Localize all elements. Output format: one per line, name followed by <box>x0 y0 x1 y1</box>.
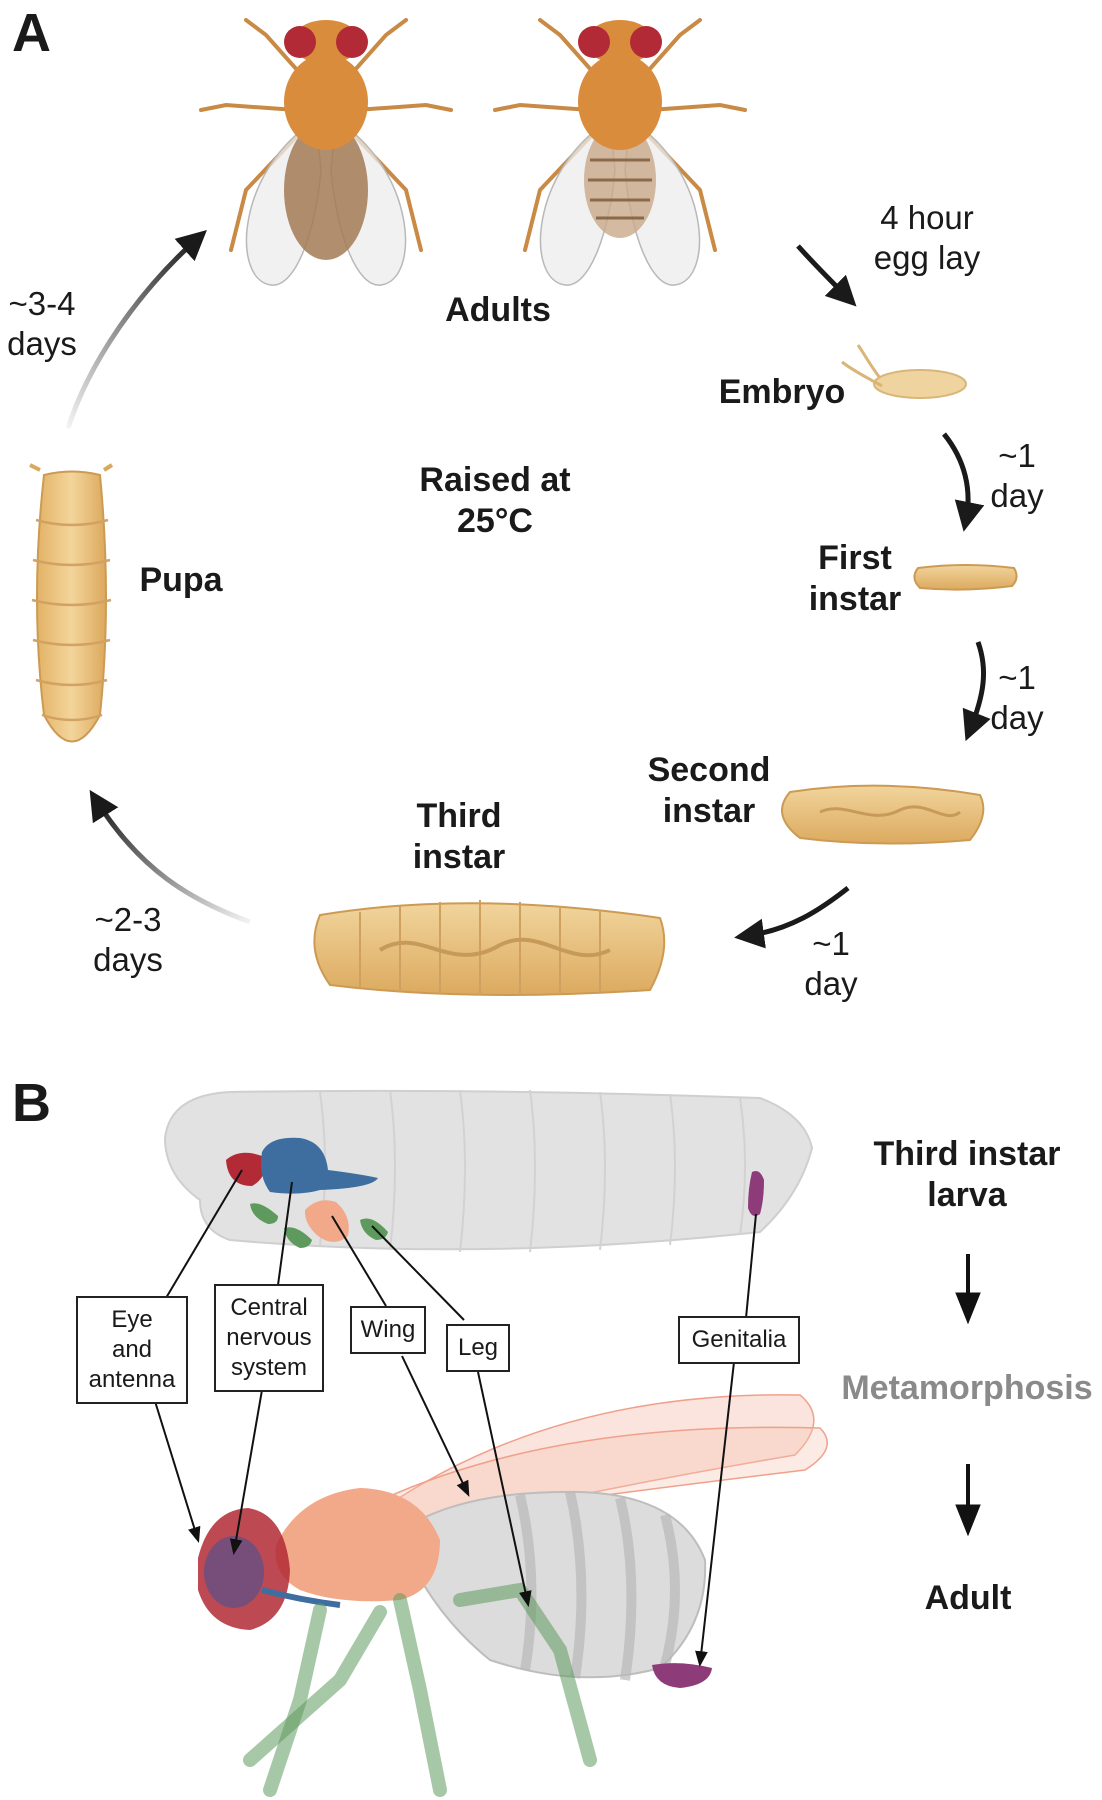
label-adults: Adults <box>445 291 551 329</box>
arrow-second-to-third <box>734 886 850 949</box>
panel-a-letter: A <box>12 3 51 63</box>
adult-brain <box>204 1536 264 1608</box>
box-leg: Leg <box>446 1324 510 1372</box>
arrow-egg-lay <box>796 244 857 307</box>
larva-wing-disc <box>304 1200 349 1242</box>
adult-fly-female <box>199 18 453 286</box>
box-wing: Wing <box>350 1306 426 1354</box>
box-genitalia: Genitalia <box>678 1316 800 1364</box>
adult-fly-male <box>493 18 747 286</box>
arrow-pupa-to-adult <box>65 229 207 429</box>
larva-organ-diagram <box>163 1089 814 1253</box>
label-metamorphosis: Metamorphosis <box>841 1369 1093 1407</box>
pupa-illustration <box>29 463 114 743</box>
first-instar-larva-illustration <box>913 564 1018 591</box>
larva-genital-disc <box>748 1171 764 1216</box>
label-embryo: Embryo <box>718 373 846 411</box>
arrow-first-to-second <box>962 641 991 742</box>
panel-b-letter: B <box>12 1073 51 1133</box>
adult-genitalia <box>652 1663 712 1688</box>
arrow-third-to-pupa <box>89 789 251 925</box>
third-instar-larva-illustration <box>313 900 666 996</box>
embryo-illustration <box>841 344 967 399</box>
organ-pointer-lines <box>153 1169 757 1668</box>
larva-cns <box>261 1137 378 1194</box>
label-adult: Adult <box>924 1579 1012 1617</box>
adult-legs <box>243 1582 597 1797</box>
larva-eye-disc <box>226 1152 265 1186</box>
label-pupa: Pupa <box>139 561 223 599</box>
adult-thorax <box>275 1488 440 1602</box>
arrow-embryo-to-first <box>942 432 985 532</box>
adult-organ-diagram <box>198 1394 829 1797</box>
second-instar-larva-illustration <box>781 784 985 845</box>
lifecycle-arrows <box>65 229 991 949</box>
